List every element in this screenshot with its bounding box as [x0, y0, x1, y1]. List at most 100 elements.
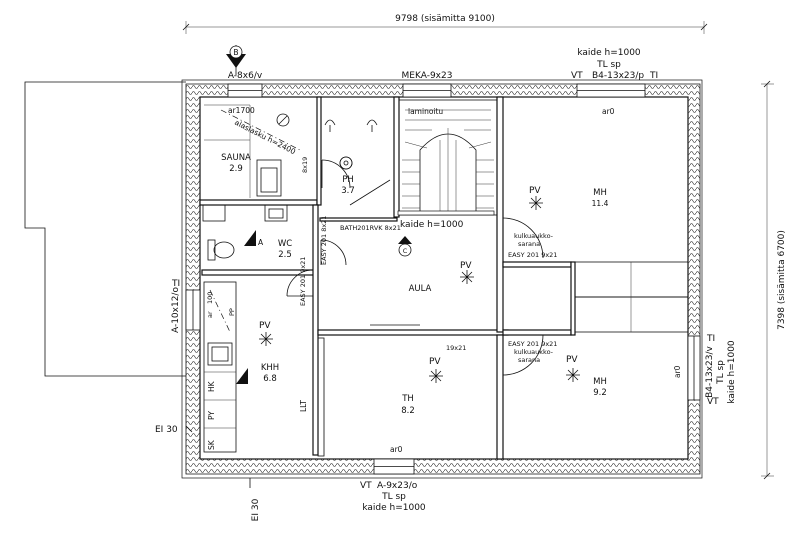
- inner-wall-line: [199, 96, 689, 460]
- ceiling-light-mh2: PV: [566, 355, 580, 382]
- ti-left: TI: [171, 279, 180, 289]
- room-name-mh-1: MH: [593, 188, 607, 198]
- svg-text:PV: PV: [566, 355, 578, 365]
- sarana-1: sarana: [518, 240, 540, 248]
- window-label-bottom: A-9x23/o: [377, 481, 418, 491]
- window-label-top-mid: MEKA-9x23: [402, 71, 453, 81]
- bath-door-label: BATH201RVK 8x21: [340, 224, 401, 232]
- ceiling-light-mh1: PV: [529, 186, 543, 210]
- railing-label-right: kaide h=1000: [727, 340, 737, 404]
- window-label-top-right: B4-13x23/p: [592, 71, 644, 81]
- ar-100-label: 100: [206, 292, 214, 304]
- width-dimension: 9798 (sisämitta 9100): [395, 14, 495, 24]
- svg-text:C: C: [403, 247, 408, 255]
- sarana-2: sarana: [518, 356, 540, 364]
- svg-text:PV: PV: [529, 186, 541, 196]
- svg-text:PV: PV: [259, 321, 271, 331]
- wardrobes: [574, 261, 689, 333]
- section-marker-a-wc: A: [244, 230, 264, 247]
- room-name-mh-2: MH: [593, 377, 607, 387]
- exterior-wall: [185, 83, 701, 475]
- window-top-right: [576, 83, 646, 98]
- room-area-mh-1: 11.4: [592, 199, 609, 208]
- room-name-wc: WC: [278, 239, 292, 249]
- window-label-top-left: A-8x6/v: [228, 71, 263, 81]
- ei30-bottom: EI 30: [251, 498, 261, 521]
- ceiling-light-ph: [339, 156, 353, 170]
- ar0-right: ar0: [673, 365, 682, 378]
- door-8x19-label: 8x19: [301, 157, 309, 173]
- kulkuaukko-1: kulkuaukko-: [514, 232, 554, 240]
- room-area-mh-2: 9.2: [593, 388, 607, 398]
- vt-top: VT: [571, 71, 583, 81]
- tl-sp-right: TL sp: [716, 360, 726, 385]
- section-marker-b: B: [226, 45, 246, 75]
- door-19x21-label: 19x21: [446, 344, 466, 352]
- svg-text:A: A: [243, 376, 249, 385]
- room-area-wc: 2.5: [278, 250, 292, 260]
- laminate-label: laminoitu: [408, 107, 443, 116]
- height-dimension: 7398 (sisämitta 6700): [777, 230, 787, 330]
- staircase: laminoitu: [398, 99, 498, 216]
- room-name-ph: PH: [342, 175, 354, 185]
- section-marker-c: C: [398, 236, 412, 257]
- dimension-right: 7398 (sisämitta 6700): [761, 80, 787, 480]
- ar1700-label: ar1700: [228, 106, 255, 115]
- room-area-khh: 6.8: [263, 374, 277, 384]
- hk-label: HK: [207, 380, 216, 392]
- room-name-khh: KHH: [261, 363, 279, 373]
- doors: [286, 217, 544, 376]
- terrace-outline: [24, 81, 186, 377]
- th-closet: [317, 337, 325, 457]
- tl-sp-bottom: TL sp: [381, 492, 406, 502]
- window-top-left: [227, 83, 263, 98]
- pp-label: PP: [228, 308, 236, 316]
- window-top-mid: [402, 83, 452, 98]
- easy-mh-2-door: EASY 201 9x21: [508, 340, 557, 348]
- svg-text:PV: PV: [429, 357, 441, 367]
- stair-railing: [397, 210, 495, 216]
- ei30-tick-left: [185, 425, 193, 433]
- room-area-sauna: 2.9: [229, 164, 243, 174]
- shower-fixtures: [321, 119, 391, 206]
- ceiling-light-aula: PV: [460, 261, 474, 284]
- railing-label-bottom: kaide h=1000: [362, 503, 426, 513]
- ceiling-light-th: PV: [429, 357, 443, 383]
- room-name-sauna: SAUNA: [221, 153, 251, 163]
- ar0-bottom: ar0: [390, 445, 403, 454]
- ei30-left: EI 30: [155, 425, 178, 435]
- stair-railing-label: kaide h=1000: [400, 220, 464, 230]
- dimension-top: 9798 (sisämitta 9100): [182, 14, 708, 34]
- window-left: [185, 289, 201, 331]
- svg-text:A: A: [258, 238, 264, 247]
- window-label-right: B4-13x23/v: [705, 345, 715, 397]
- svg-text:PV: PV: [460, 261, 472, 271]
- sauna-benches: [204, 104, 251, 198]
- kulkuaukko-2: kulkuaukko-: [514, 348, 554, 356]
- py-label: PY: [207, 411, 216, 420]
- room-name-th: TH: [401, 394, 414, 404]
- room-area-ph: 3.7: [341, 186, 355, 196]
- vt-bottom: VT: [360, 481, 372, 491]
- room-area-th: 8.2: [401, 406, 415, 416]
- window-label-left: A-10x12/o: [171, 287, 181, 333]
- wc-fixtures: [202, 204, 288, 261]
- llt-label: LLT: [299, 400, 308, 412]
- outer-facade-line: [181, 79, 703, 479]
- window-right: [687, 335, 701, 401]
- ar0-top: ar0: [602, 107, 615, 116]
- ceiling-drop-line: [220, 109, 301, 151]
- sk-label: SK: [207, 439, 216, 450]
- tl-sp-top: TL sp: [596, 60, 621, 70]
- easy-mh-1-door: EASY 201 9x21: [508, 251, 557, 259]
- ti-right: TI: [706, 334, 715, 344]
- interior-walls: [199, 96, 576, 460]
- window-bottom: [373, 458, 415, 475]
- ceiling-light-khh: PV: [259, 321, 273, 346]
- svg-text:B: B: [233, 48, 238, 57]
- ti-top: TI: [649, 71, 658, 81]
- room-name-aula: AULA: [409, 284, 432, 294]
- khh-door-label: EASY 201 9x21: [299, 257, 307, 306]
- wc-door-label: EASY 201 8x21: [320, 216, 328, 265]
